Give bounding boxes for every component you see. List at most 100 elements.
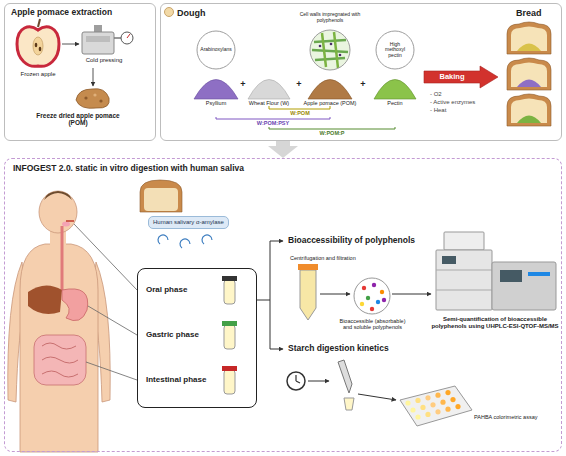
polyphenol-dot (376, 300, 380, 304)
leader-line (74, 224, 137, 290)
blend-heap (517, 44, 541, 52)
pipette (338, 360, 352, 393)
panel-heading: Dough (177, 8, 237, 18)
press-figure (82, 25, 133, 54)
apple-core (33, 37, 43, 55)
panel-heading: Apple pomace extraction (11, 8, 151, 18)
figure-caption: Frozen apple (12, 71, 64, 78)
circle-label: High methoxyl pectin (381, 42, 409, 59)
process-arrow (62, 44, 79, 45)
bread-crust (507, 22, 551, 54)
press-body (82, 32, 114, 54)
flow-line (257, 241, 283, 300)
tube-body (224, 325, 235, 349)
blend-heap (517, 80, 541, 88)
enzyme-label: Human salivary α-amylase (153, 219, 224, 226)
solvent-tray (444, 232, 484, 250)
flow-line (270, 300, 283, 349)
arrow-label: Baking (424, 73, 480, 82)
sample-vial (344, 398, 354, 410)
plate-well (415, 414, 420, 419)
gauge-needle (127, 34, 130, 38)
plus-sign: + (238, 79, 248, 89)
intestine (34, 335, 86, 385)
pomace-grain (84, 96, 87, 99)
section-panel: DoughBreadArabinoxylansCell walls impreg… (160, 3, 562, 141)
circle-label: Arabinoxylans (199, 47, 233, 53)
phase-label: Oral phase (146, 285, 220, 294)
clock-face (287, 372, 305, 390)
press-plate (86, 36, 110, 42)
bread-crumb (511, 27, 547, 52)
pipette-figure (338, 360, 354, 410)
step-note: Centrifugation and filtration (290, 255, 380, 261)
enzyme-symbol (158, 235, 168, 244)
phase-label: Gastric phase (146, 330, 220, 339)
method-note: PAHBA colorimetric assay (474, 414, 554, 420)
flow-line (320, 294, 350, 295)
ms-screen (500, 270, 522, 282)
tube-body (224, 280, 235, 304)
ingredient-label: Psyllium (191, 100, 241, 106)
pomace-figure (76, 89, 109, 109)
loaf-slice (144, 188, 178, 211)
well-plate (400, 386, 472, 426)
body-hair (44, 191, 72, 200)
bubble-outline (354, 278, 390, 314)
leader-line (86, 362, 137, 380)
apple-seed (35, 43, 38, 47)
polyphenol-dot (330, 43, 333, 46)
press-gauge (121, 32, 133, 44)
circle-outline (376, 31, 414, 69)
blend-bracket (216, 117, 330, 119)
intestine-coil (42, 343, 78, 377)
bread-crust (507, 58, 551, 90)
section-heading: Bioaccessibility of polyphenols (288, 236, 433, 246)
polyphenol-dot (370, 307, 374, 311)
inset-circle: High methoxyl pectin (375, 30, 415, 70)
ingredient-label: Wheat Flour (W) (244, 100, 294, 106)
inset-circle: Arabinoxylans (196, 30, 236, 70)
plate-well (425, 412, 430, 417)
bread-figure (507, 22, 551, 126)
apple-half (17, 27, 59, 66)
flow-line (392, 294, 431, 295)
press-pipe (114, 37, 121, 39)
stomach (62, 289, 88, 321)
polyphenol-dot (360, 302, 364, 306)
polyphenol-dot (372, 283, 376, 287)
tube-cap (222, 366, 237, 371)
step-note: Bioaccessible (absorbable) and soluble p… (335, 318, 410, 331)
ms-unit (492, 262, 556, 310)
plate-well (435, 409, 440, 414)
phase-box: Oral phaseGastric phaseIntestinal phase (137, 268, 257, 408)
bread-crumb (511, 63, 547, 88)
tube-cap (222, 321, 237, 326)
polyphenol-dot (366, 296, 370, 300)
body-mouth (66, 220, 74, 222)
centrifuge-tube (298, 264, 318, 320)
pomace-grain (99, 99, 102, 102)
plus-sign: + (358, 79, 368, 89)
polyphenol-bubble (354, 278, 390, 314)
plate-well (430, 402, 435, 407)
tube-figure (222, 276, 237, 394)
cell-wall-fibre (314, 40, 346, 42)
bread-crumb (511, 99, 547, 124)
baking-condition: - O2 (430, 91, 500, 98)
salivary-gland (62, 222, 70, 227)
lc-stack (436, 250, 492, 310)
liver (28, 285, 62, 314)
pectin-heap (374, 80, 416, 100)
psyllium-heap (194, 80, 238, 100)
baking-condition: - Active enzymes (430, 99, 500, 106)
plate-well (445, 390, 450, 395)
plate-well (410, 407, 415, 412)
leader-line (88, 306, 137, 335)
plate-well (450, 397, 455, 402)
lc-module (436, 290, 492, 291)
polyphenol-dot (319, 45, 322, 48)
cell-wall-figure (310, 30, 350, 70)
phase-label: Intestinal phase (146, 375, 220, 384)
